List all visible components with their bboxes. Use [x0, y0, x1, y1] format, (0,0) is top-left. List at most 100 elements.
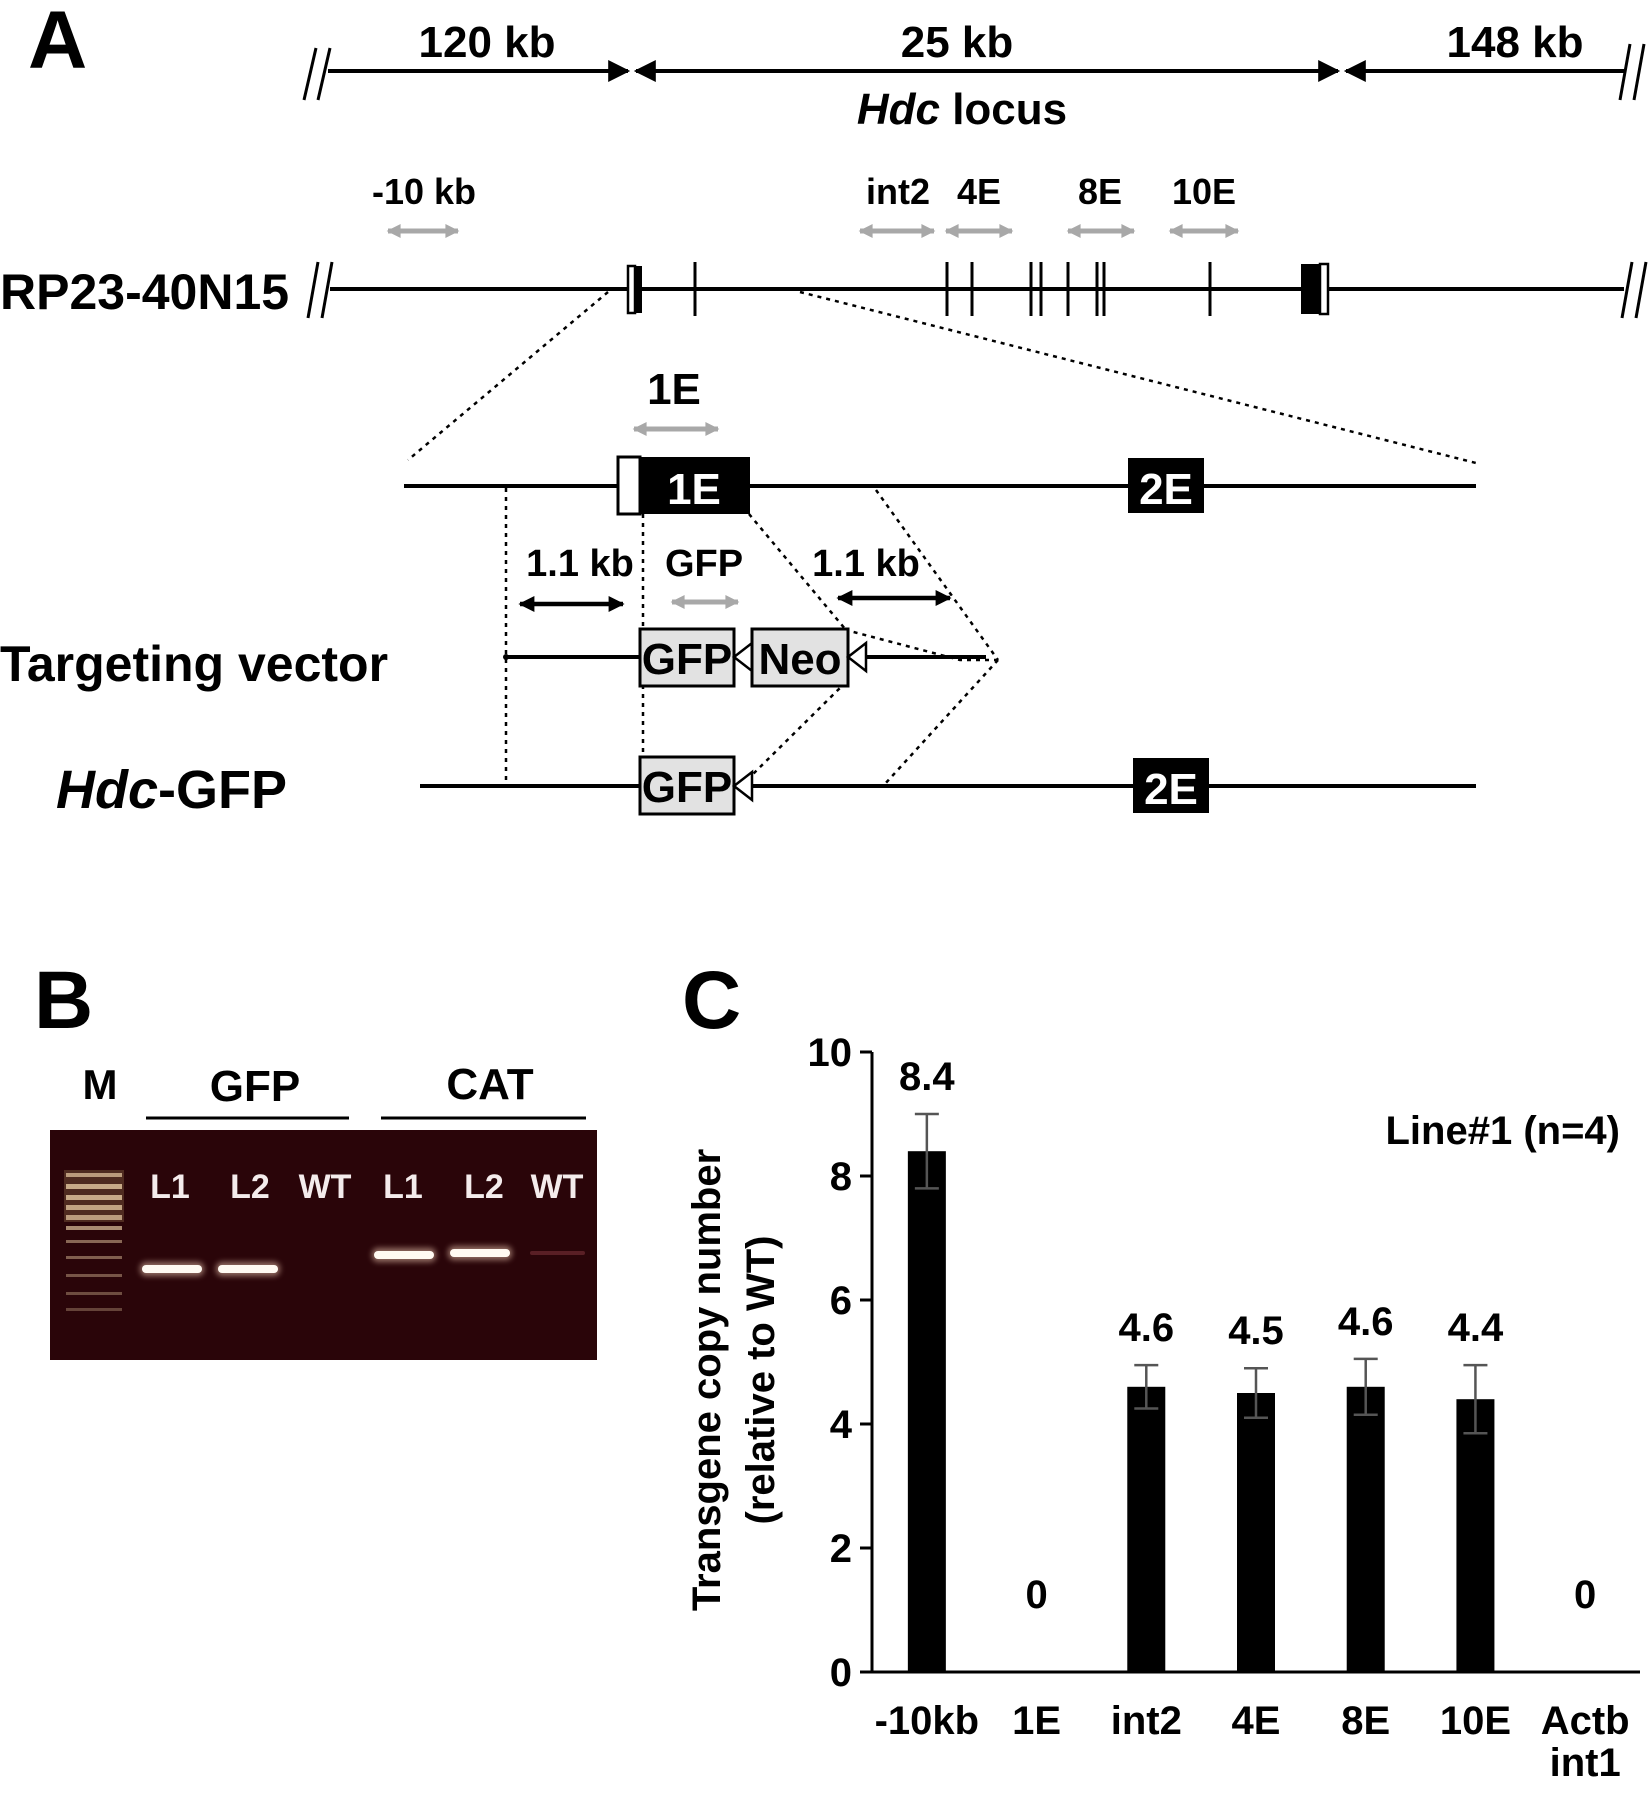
- vector-label: Targeting vector: [0, 636, 388, 692]
- panel-a-letter: A: [28, 0, 87, 86]
- hdc-gfp-allele: Hdc-GFP GFP 2E: [56, 755, 1476, 820]
- panel-b: B M GFP CAT: [34, 955, 597, 1360]
- locus-label: Hdc locus: [857, 85, 1067, 134]
- break-mark: [302, 47, 318, 101]
- bar: [1346, 1386, 1385, 1672]
- data-label: 4.6: [1338, 1300, 1394, 1344]
- exon-2e-label: 2E: [1139, 465, 1193, 514]
- x-tick-label: 4E: [1232, 1699, 1281, 1743]
- panel-c-letter: C: [682, 955, 741, 1046]
- exon-last: [1301, 264, 1320, 314]
- panel-a: A 120 kb 25 kb 148 kb Hdc locus -10 kb i…: [0, 0, 1648, 820]
- panel-c: C Line#1 (n=4) Transgene copy number (re…: [682, 955, 1640, 1785]
- gel-group-cat: CAT: [446, 1060, 533, 1109]
- y-tick-label: 0: [830, 1651, 852, 1695]
- exon-ticks: [693, 262, 1212, 316]
- exon-1e: [640, 457, 750, 514]
- scale-mid-label: 25 kb: [901, 18, 1014, 67]
- panel-b-letter: B: [34, 955, 93, 1046]
- lane-label: L2: [464, 1168, 504, 1206]
- bac-map: RP23-40N15: [0, 261, 1648, 320]
- zoomed-locus: 1E 1E 2E: [404, 365, 1476, 516]
- lane-label: L2: [230, 1168, 270, 1206]
- data-label: 8.4: [899, 1055, 955, 1099]
- probe-label: -10 kb: [372, 171, 476, 212]
- homology-guides: [504, 488, 1000, 786]
- targeting-vector: Targeting vector GFP Neo: [0, 627, 986, 692]
- break-mark: [1620, 261, 1634, 319]
- data-label: 0: [1025, 1573, 1047, 1617]
- data-label: 4.5: [1228, 1309, 1284, 1353]
- chart-annotation: Line#1 (n=4): [1385, 1109, 1620, 1153]
- zoom-guide-right: [799, 290, 1477, 465]
- allele-gfp: [638, 755, 736, 816]
- bar: [1456, 1399, 1495, 1672]
- lane-label: WT: [531, 1168, 584, 1206]
- data-labels: 8.4 0 4.6 4.5 4.6 4.4 0: [899, 1055, 1596, 1617]
- y-tick-label: 10: [808, 1031, 853, 1075]
- probe-label: int2: [866, 171, 930, 212]
- data-label: 4.6: [1118, 1306, 1174, 1350]
- arm-right-label: 1.1 kb: [812, 543, 920, 585]
- bar: [1127, 1386, 1166, 1672]
- exon-1: [635, 266, 642, 313]
- exon-last-utr: [1318, 262, 1330, 316]
- y-tick-label: 8: [830, 1155, 852, 1199]
- exon-1e-utr: [616, 455, 642, 516]
- break-mark: [1618, 43, 1632, 101]
- zoom-guide-left: [407, 291, 609, 461]
- bars: [907, 1151, 1495, 1672]
- loxp-site: [845, 640, 868, 674]
- probe-label: 10E: [1172, 171, 1236, 212]
- break-mark: [1634, 261, 1648, 319]
- allele-exon-2e: [1133, 758, 1209, 813]
- allele-gfp-label: GFP: [642, 763, 732, 812]
- gel-group-gfp: GFP: [210, 1062, 300, 1111]
- gel-image: L1 L2 WT L1 L2 WT: [50, 1130, 597, 1360]
- data-label: 0: [1574, 1573, 1596, 1617]
- break-mark: [1632, 43, 1646, 101]
- arm-left-label: 1.1 kb: [526, 543, 634, 585]
- band: [448, 1246, 512, 1260]
- probe-label: 4E: [957, 171, 1001, 212]
- y-tick-label: 4: [830, 1403, 853, 1447]
- exon-1-utr: [626, 264, 637, 315]
- exon-2e: [1128, 458, 1204, 513]
- data-label: 4.4: [1448, 1306, 1504, 1350]
- faint-band: [530, 1251, 585, 1255]
- break-mark: [316, 47, 332, 101]
- bar: [1237, 1393, 1275, 1672]
- probe-1e-label: 1E: [647, 365, 701, 414]
- loxp-site: [731, 640, 754, 674]
- x-tick-label: 10E: [1440, 1699, 1511, 1743]
- lane-label: L1: [383, 1168, 423, 1206]
- exon-1e-label: 1E: [667, 465, 721, 514]
- x-tick-label: int2: [1111, 1699, 1182, 1743]
- error-bars: [914, 1112, 1488, 1435]
- y-tick-label: 2: [830, 1527, 852, 1571]
- x-tick-label: -10kb: [875, 1699, 980, 1743]
- marker-label: M: [83, 1061, 118, 1108]
- scale-left-label: 120 kb: [419, 18, 556, 67]
- scale-right-label: 148 kb: [1447, 18, 1584, 67]
- probes-top: -10 kb int2 4E 8E 10E: [372, 171, 1240, 238]
- ladder: [64, 1170, 124, 1311]
- locus-scale: 120 kb 25 kb 148 kb Hdc locus: [302, 18, 1646, 134]
- gel-background: [50, 1130, 597, 1360]
- loxp-site: [731, 769, 754, 803]
- allele-exon-2e-label: 2E: [1144, 765, 1198, 814]
- y-axis-label-line2: (relative to WT): [739, 1236, 783, 1525]
- gfp-cassette-label: GFP: [642, 635, 732, 684]
- y-axis-label-line1: Transgene copy number: [685, 1149, 729, 1611]
- bac-label: RP23-40N15: [0, 264, 289, 320]
- allele-label: Hdc-GFP: [56, 760, 287, 820]
- vector-end-dot: [503, 654, 509, 660]
- bar: [907, 1151, 946, 1672]
- x-tick-label: 8E: [1341, 1699, 1390, 1743]
- neo-cassette-label: Neo: [758, 635, 841, 684]
